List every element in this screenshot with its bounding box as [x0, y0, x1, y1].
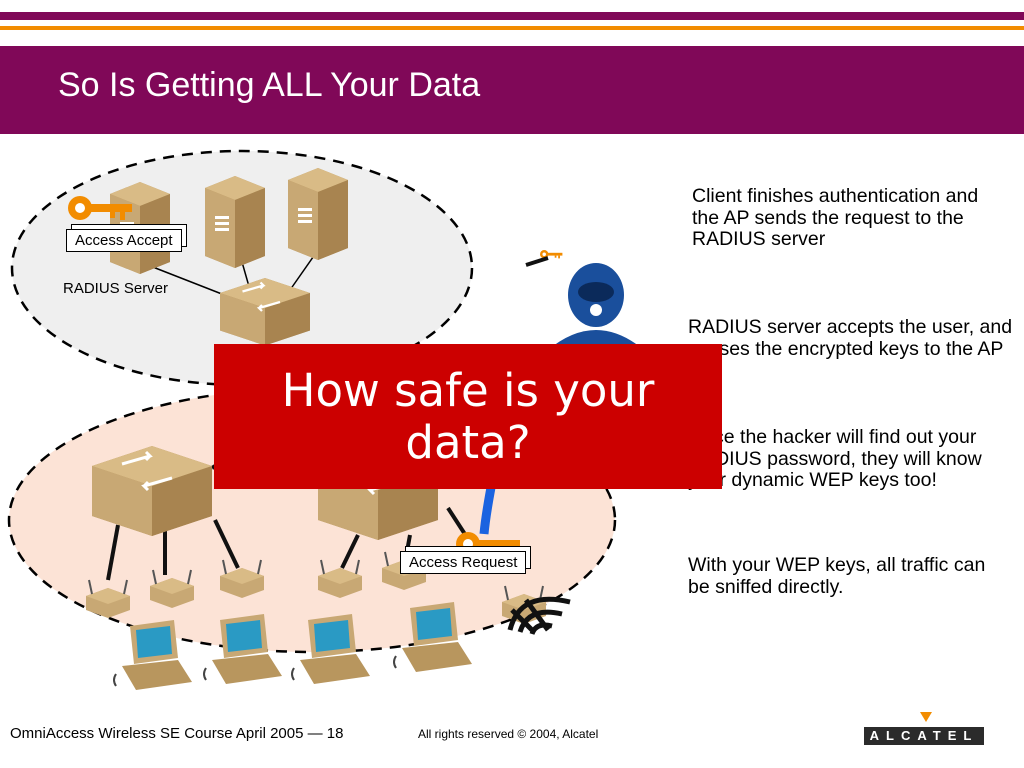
callout-line-1: How safe is your: [281, 363, 655, 417]
footer-course: OmniAccess Wireless SE Course April 2005…: [10, 725, 344, 742]
header-stripe-orange: [0, 26, 1024, 30]
radius-server-label: RADIUS Server: [63, 280, 169, 297]
note-wep-sniffed: With your WEP keys, all traffic can be s…: [688, 554, 986, 598]
header-stripe-purple: [0, 12, 1024, 20]
access-request-label: Access Request: [400, 551, 527, 574]
page-title: So Is Getting ALL Your Data: [58, 66, 481, 104]
wireless-waves-icon: [507, 596, 571, 635]
callout-line-2: data?: [405, 415, 531, 469]
warning-callout: How safe is your data?: [214, 344, 722, 489]
server-icon: [288, 168, 348, 260]
note-hacker-password: Once the hacker will find out your RADIU…: [688, 426, 982, 491]
alcatel-logo: ALCATEL: [864, 727, 984, 745]
logo-arrow-icon: [920, 712, 932, 722]
note-client-auth: Client finishes authentication and the A…: [692, 185, 979, 250]
note-radius-accepts: RADIUS server accepts the user, and pass…: [688, 316, 1013, 360]
access-accept-label: Access Accept: [66, 229, 182, 252]
server-icon: [205, 176, 265, 268]
small-key-icon: [540, 250, 563, 259]
radius-server-icon: [110, 182, 170, 274]
footer-rights: All rights reserved © 2004, Alcatel: [418, 727, 599, 741]
title-bar: [0, 46, 1024, 134]
